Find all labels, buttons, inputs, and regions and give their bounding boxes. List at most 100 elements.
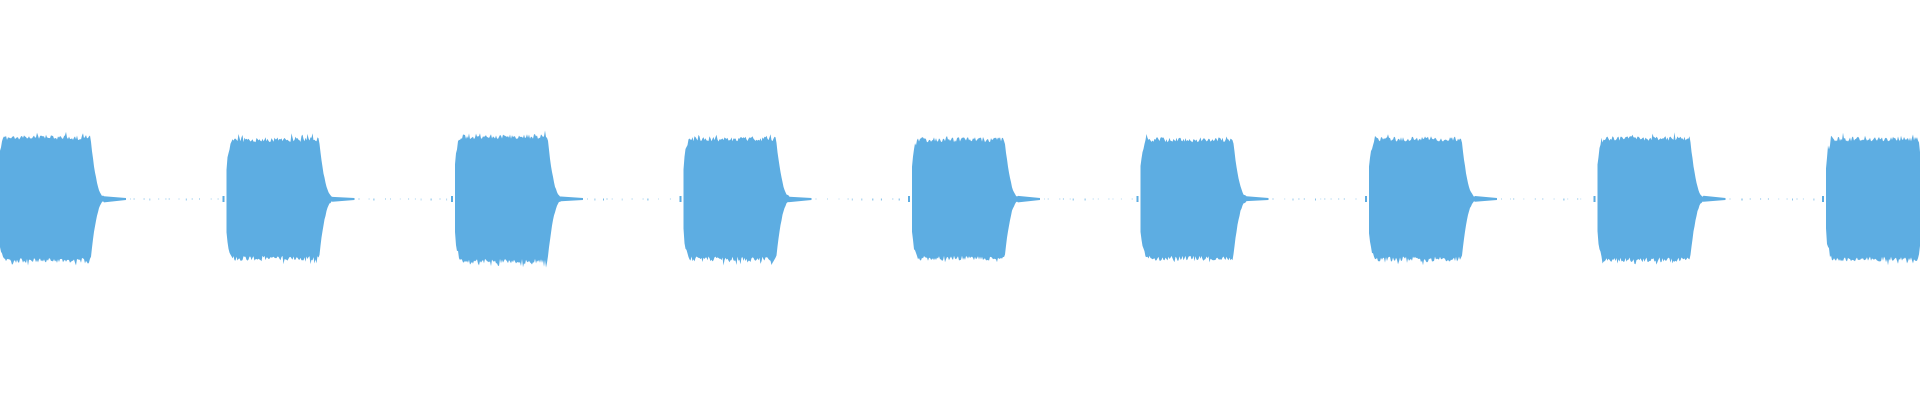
waveform-noise-dot bbox=[191, 198, 193, 200]
waveform-noise-dot bbox=[1044, 198, 1045, 200]
waveform-noise-dot bbox=[1577, 198, 1579, 200]
waveform-noise-dot bbox=[647, 198, 649, 201]
waveform-noise-dot bbox=[898, 198, 900, 201]
waveform-burst bbox=[451, 130, 583, 268]
waveform-noise-dot bbox=[414, 198, 416, 200]
waveform-noise-dot bbox=[880, 198, 882, 201]
waveform-noise-dot bbox=[1567, 198, 1569, 200]
waveform-noise-dot bbox=[446, 198, 448, 201]
waveform-noise-dot bbox=[606, 198, 608, 200]
waveform-noise-dot bbox=[439, 198, 441, 200]
waveform-noise-dot bbox=[1069, 198, 1071, 200]
waveform-noise-dot bbox=[594, 198, 596, 201]
waveform-lead-spike bbox=[679, 196, 682, 202]
waveform-noise-dot bbox=[385, 198, 386, 200]
waveform-noise-dot bbox=[1062, 198, 1064, 200]
waveform-noise-dot bbox=[1580, 198, 1582, 200]
waveform-noise-dot bbox=[143, 198, 145, 200]
waveform-noise-dot bbox=[358, 198, 360, 200]
waveform-noise-dot bbox=[1324, 198, 1326, 200]
waveform-noise-dot bbox=[1284, 198, 1286, 200]
waveform-noise-dot bbox=[1813, 198, 1815, 201]
waveform-noise-dot bbox=[165, 198, 167, 200]
waveform-lead-spike bbox=[451, 196, 453, 202]
waveform-noise-dot bbox=[1097, 198, 1099, 200]
waveform-burst bbox=[679, 134, 812, 266]
waveform-burst-shape bbox=[226, 133, 355, 265]
waveform-noise-dot bbox=[642, 198, 644, 200]
waveform-silence-noise bbox=[130, 198, 1815, 201]
waveform-noise-dot bbox=[1786, 198, 1788, 200]
waveform-burst-shape bbox=[912, 136, 1040, 263]
waveform-noise-dot bbox=[1120, 198, 1122, 200]
waveform-burst-shape bbox=[455, 130, 583, 268]
waveform-noise-dot bbox=[178, 198, 180, 200]
waveform-lead-spike bbox=[222, 196, 225, 202]
waveform-noise-dot bbox=[420, 198, 422, 201]
waveform-noise-dot bbox=[1749, 198, 1751, 200]
waveform-noise-dot bbox=[1355, 198, 1357, 200]
waveform-burst bbox=[0, 131, 126, 266]
waveform-noise-dot bbox=[199, 198, 200, 200]
waveform-burst-shape bbox=[0, 131, 126, 266]
waveform-noise-dot bbox=[149, 198, 151, 201]
waveform-noise-dot bbox=[1272, 198, 1274, 200]
waveform-lead-spike bbox=[1822, 196, 1824, 202]
waveform-noise-dot bbox=[1510, 198, 1511, 200]
waveform-noise-dot bbox=[210, 198, 212, 200]
waveform-noise-dot bbox=[1767, 198, 1769, 200]
waveform-noise-dot bbox=[587, 198, 588, 200]
waveform-burst bbox=[1822, 132, 1920, 266]
waveform-noise-dot bbox=[669, 198, 671, 200]
waveform-burst-shape bbox=[1826, 132, 1920, 266]
waveform-bursts bbox=[0, 130, 1920, 268]
waveform-noise-dot bbox=[390, 198, 391, 200]
waveform-noise-dot bbox=[373, 198, 375, 201]
waveform-burst bbox=[1593, 132, 1726, 265]
waveform-noise-dot bbox=[1084, 198, 1086, 201]
waveform-burst-shape bbox=[1369, 134, 1497, 266]
waveform-noise-dot bbox=[130, 198, 131, 200]
waveform-noise-dot bbox=[1298, 198, 1300, 200]
waveform-lead-spike bbox=[1593, 196, 1596, 202]
waveform-noise-dot bbox=[1741, 198, 1743, 201]
waveform-noise-dot bbox=[611, 198, 613, 200]
waveform-noise-dot bbox=[1092, 198, 1094, 200]
waveform-noise-dot bbox=[1542, 198, 1544, 200]
waveform-noise-dot bbox=[1343, 198, 1345, 200]
waveform-noise-dot bbox=[217, 198, 219, 200]
waveform-noise-dot bbox=[158, 198, 160, 200]
waveform-noise-dot bbox=[1047, 198, 1049, 200]
waveform-noise-dot bbox=[851, 198, 853, 201]
waveform-noise-dot bbox=[847, 198, 849, 200]
waveform-noise-dot bbox=[430, 198, 432, 201]
waveform-noise-dot bbox=[133, 198, 135, 200]
waveform-burst bbox=[222, 133, 355, 265]
waveform-noise-dot bbox=[1563, 198, 1565, 201]
waveform-noise-dot bbox=[1292, 198, 1294, 201]
waveform-noise-dot bbox=[408, 198, 410, 200]
waveform-noise-dot bbox=[1072, 198, 1074, 201]
waveform-noise-dot bbox=[872, 198, 874, 201]
waveform-noise-dot bbox=[603, 198, 604, 201]
waveform-noise-dot bbox=[861, 198, 863, 201]
waveform-lead-spike bbox=[1136, 196, 1139, 202]
waveform-noise-dot bbox=[1338, 198, 1340, 200]
waveform-noise-dot bbox=[399, 198, 401, 200]
waveform-noise-dot bbox=[1802, 198, 1804, 200]
waveform-noise-dot bbox=[1108, 198, 1110, 200]
waveform-noise-dot bbox=[658, 198, 659, 200]
waveform-noise-dot bbox=[1796, 198, 1798, 200]
waveform-noise-dot bbox=[1553, 198, 1555, 200]
waveform-noise-dot bbox=[1760, 198, 1762, 200]
waveform-noise-dot bbox=[1303, 198, 1305, 200]
waveform-noise-dot bbox=[1320, 198, 1322, 200]
waveform-noise-dot bbox=[368, 198, 370, 200]
waveform-burst bbox=[908, 136, 1040, 263]
waveform-noise-dot bbox=[1729, 198, 1731, 200]
waveform-noise-dot bbox=[1315, 198, 1316, 201]
waveform-burst bbox=[1136, 134, 1269, 263]
waveform-noise-dot bbox=[1513, 198, 1515, 200]
waveform-burst-shape bbox=[1140, 134, 1269, 263]
